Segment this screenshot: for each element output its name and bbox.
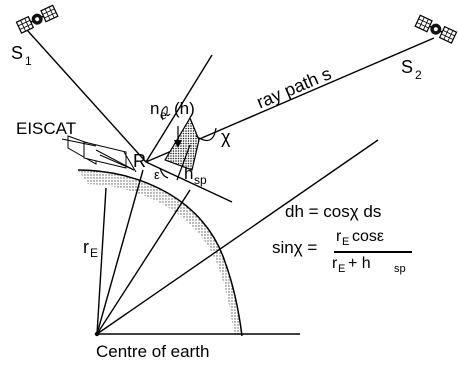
density-arrow-head — [174, 140, 182, 148]
radius-left-line — [96, 187, 107, 335]
radius-lines — [96, 139, 379, 335]
centre-of-earth-label: Centre of earth — [96, 342, 210, 361]
earth-surface-line — [77, 169, 243, 337]
chi-angle-label: χ — [221, 127, 231, 147]
chi-angle-arc — [195, 127, 217, 142]
receiver-label: R — [133, 151, 146, 171]
satellite-S1-icon — [15, 4, 59, 34]
centre-to-ray-line — [96, 139, 379, 335]
eiscat-label: EISCAT — [16, 119, 77, 138]
epsilon-angle-arc — [159, 167, 169, 179]
density-profile-squiggle — [161, 106, 171, 121]
epsilon-angle-label: ε — [154, 167, 160, 182]
centre-point — [94, 331, 100, 337]
equation-dh: dh = cosχ ds — [285, 202, 382, 221]
equation-fraction-bar — [334, 251, 412, 253]
ray-to-S1-line — [26, 29, 147, 163]
hsp-line — [176, 144, 191, 181]
satellite-S2-icon — [414, 14, 458, 44]
vertical-line — [145, 54, 213, 163]
centre-to-R-line — [96, 169, 144, 335]
centre-to-ipp-line — [96, 189, 191, 335]
eiscat-antenna-icon — [61, 135, 137, 173]
equation-sinchi-lhs: sinχ = — [272, 238, 318, 257]
ionosphere-wedge — [164, 116, 200, 171]
